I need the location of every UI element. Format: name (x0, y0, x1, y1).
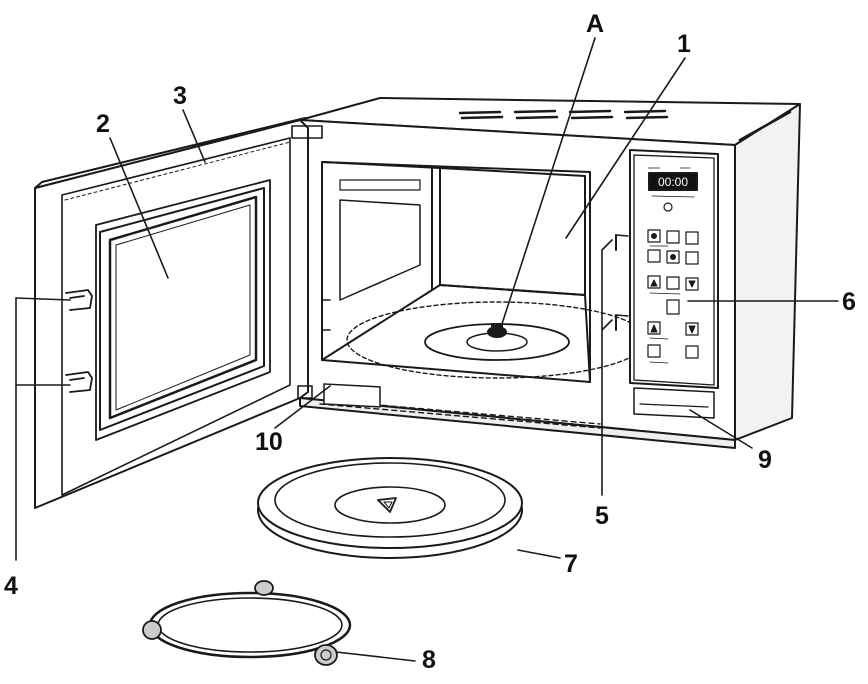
label-6: 6 (842, 290, 856, 315)
label-9: 9 (758, 448, 772, 473)
glass-tray (258, 458, 522, 558)
label-1: 1 (677, 32, 691, 57)
door-release-button (634, 388, 714, 418)
label-A: A (586, 12, 604, 37)
label-2: 2 (96, 112, 110, 137)
label-5: 5 (595, 504, 609, 529)
label-10: 10 (255, 430, 283, 455)
display-time: 00:00 (658, 175, 688, 189)
rating-label-plate (324, 384, 380, 407)
label-3: 3 (173, 84, 187, 109)
roller-ring (143, 581, 350, 665)
label-4: 4 (4, 574, 18, 599)
label-8: 8 (422, 648, 436, 673)
label-7: 7 (564, 552, 578, 577)
control-panel (616, 150, 718, 418)
